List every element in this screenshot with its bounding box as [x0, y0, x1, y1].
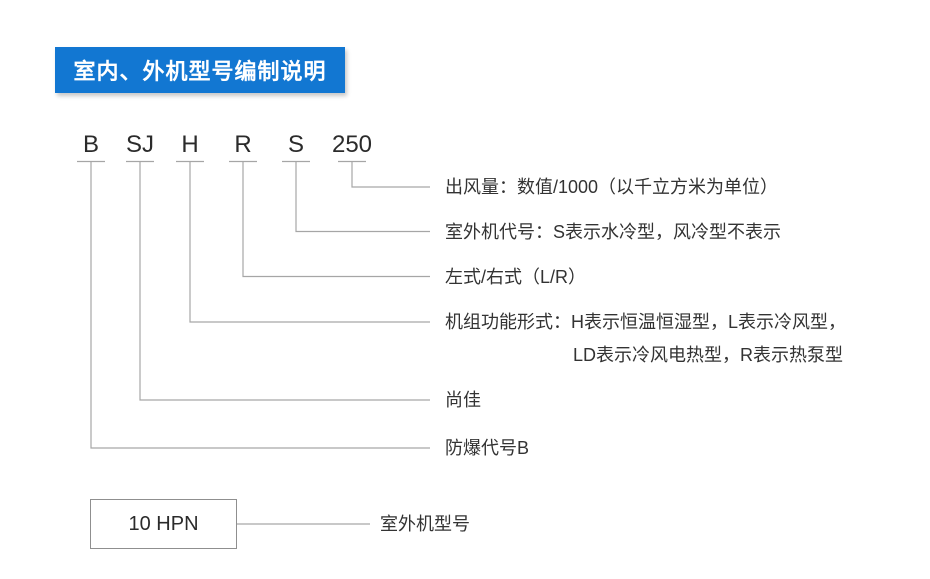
section-title: 室内、外机型号编制说明 [73, 59, 327, 84]
section-title-badge: 室内、外机型号编制说明 [55, 47, 345, 93]
connector-r [242, 161, 430, 278]
code-segment-r: R [234, 131, 252, 158]
connector-h [189, 161, 430, 323]
connector-sj [139, 161, 430, 401]
connector-s [295, 161, 430, 233]
outdoor-model-box: 10 HPN [90, 499, 237, 549]
connector-250 [351, 161, 430, 188]
label-outdoor-code: 室外机代号：S表示水冷型，风冷型不表示 [445, 222, 782, 242]
code-segment-sj: SJ [125, 131, 154, 158]
outdoor-model-label: 室外机型号 [380, 514, 470, 534]
code-segment-b: B [82, 131, 99, 158]
label-brand: 尚佳 [445, 390, 481, 410]
label-function-type-line2: LD表示冷风电热型，R表示热泵型 [573, 345, 844, 365]
code-segment-h: H [181, 131, 199, 158]
label-left-right: 左式/右式（L/R） [445, 267, 587, 287]
code-segment-s: S [287, 131, 304, 158]
code-segment-250: 250 [331, 131, 373, 158]
label-function-type: 机组功能形式：H表示恒温恒湿型，L表示冷风型， [445, 312, 847, 332]
connector-b [90, 161, 430, 449]
label-explosion-proof: 防爆代号B [445, 438, 530, 458]
outdoor-model-text: 10 HPN [128, 512, 199, 535]
label-airflow: 出风量：数值/1000（以千立方米为单位） [445, 177, 779, 197]
